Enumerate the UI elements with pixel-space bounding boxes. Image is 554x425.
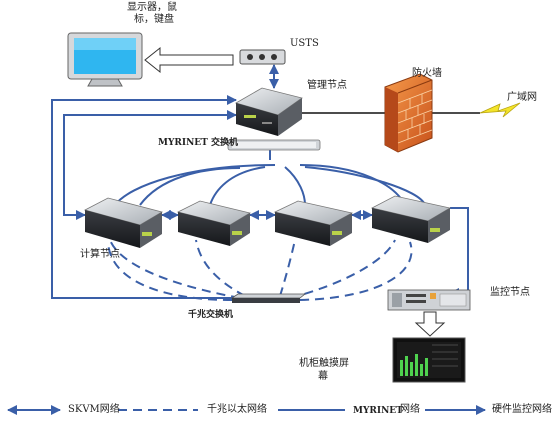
legend-myrinet-label-prefix: MYRINET [353,406,403,416]
legend-hwmon-label: 硬件监控网络 [492,404,552,415]
usts-label: USTS [290,38,319,49]
touchscreen-label-line2: 幕 [318,371,328,382]
myrinet-switch-label: MYRINET 交换机 [158,138,238,148]
touchscreen-arrow [414,311,446,337]
usts-device-icon [239,49,286,65]
gigabit-switch-label: 千兆交换机 [188,310,234,320]
monitor-node-label: 监控节点 [490,287,530,298]
touchscreen-label-line1: 机柜触摸屏 [299,358,349,369]
compute-node-4-server-icon [370,195,452,243]
gigabit-links [107,239,413,301]
legend-gigabit-label: 千兆以太网络 [207,404,267,415]
cabinet-touchscreen-icon [392,337,466,383]
gigabit-switch-icon [230,293,307,303]
management-node-server-icon [234,87,303,136]
display-peripherals-label-line2: 标，键盘 [134,14,174,25]
management-node-label: 管理节点 [307,80,347,91]
myrinet-switch-icon [227,139,321,151]
monitor-node-rack-icon [387,289,471,311]
wan-label: 广域网 [507,92,537,103]
legend-myrinet-label-suffix: 网络 [400,404,420,415]
firewall-label: 防火墙 [412,68,442,79]
compute-node-3-server-icon [273,200,354,246]
display-peripherals-label-line1: 显示器，鼠 [127,2,177,13]
display-monitor-icon [67,32,143,87]
myrinet-links [114,144,426,206]
firewall-icon [384,73,433,153]
compute-node-1-server-icon [83,197,164,248]
legend-skvm-label: SKVM网络 [68,404,120,415]
compute-node-label: 计算节点 [80,249,120,260]
compute-node-2-server-icon [176,200,252,246]
wan-lightning-icon [479,102,521,118]
display-arrow [144,46,234,74]
